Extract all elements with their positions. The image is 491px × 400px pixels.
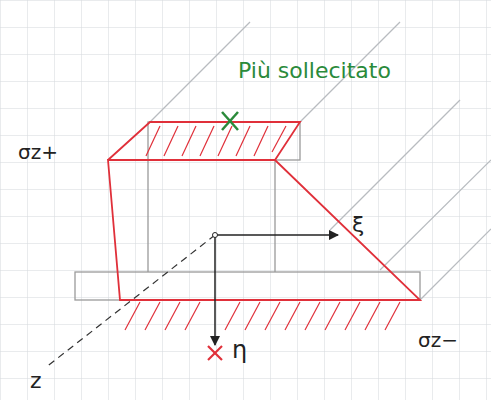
- axis-label: η: [232, 338, 247, 362]
- note-label: Più sollecitato: [238, 60, 391, 82]
- stress-label: σz+: [18, 142, 58, 162]
- axis-label: ξ: [352, 214, 364, 236]
- stress-label: σz−: [418, 330, 458, 350]
- axis-label: z: [30, 370, 42, 392]
